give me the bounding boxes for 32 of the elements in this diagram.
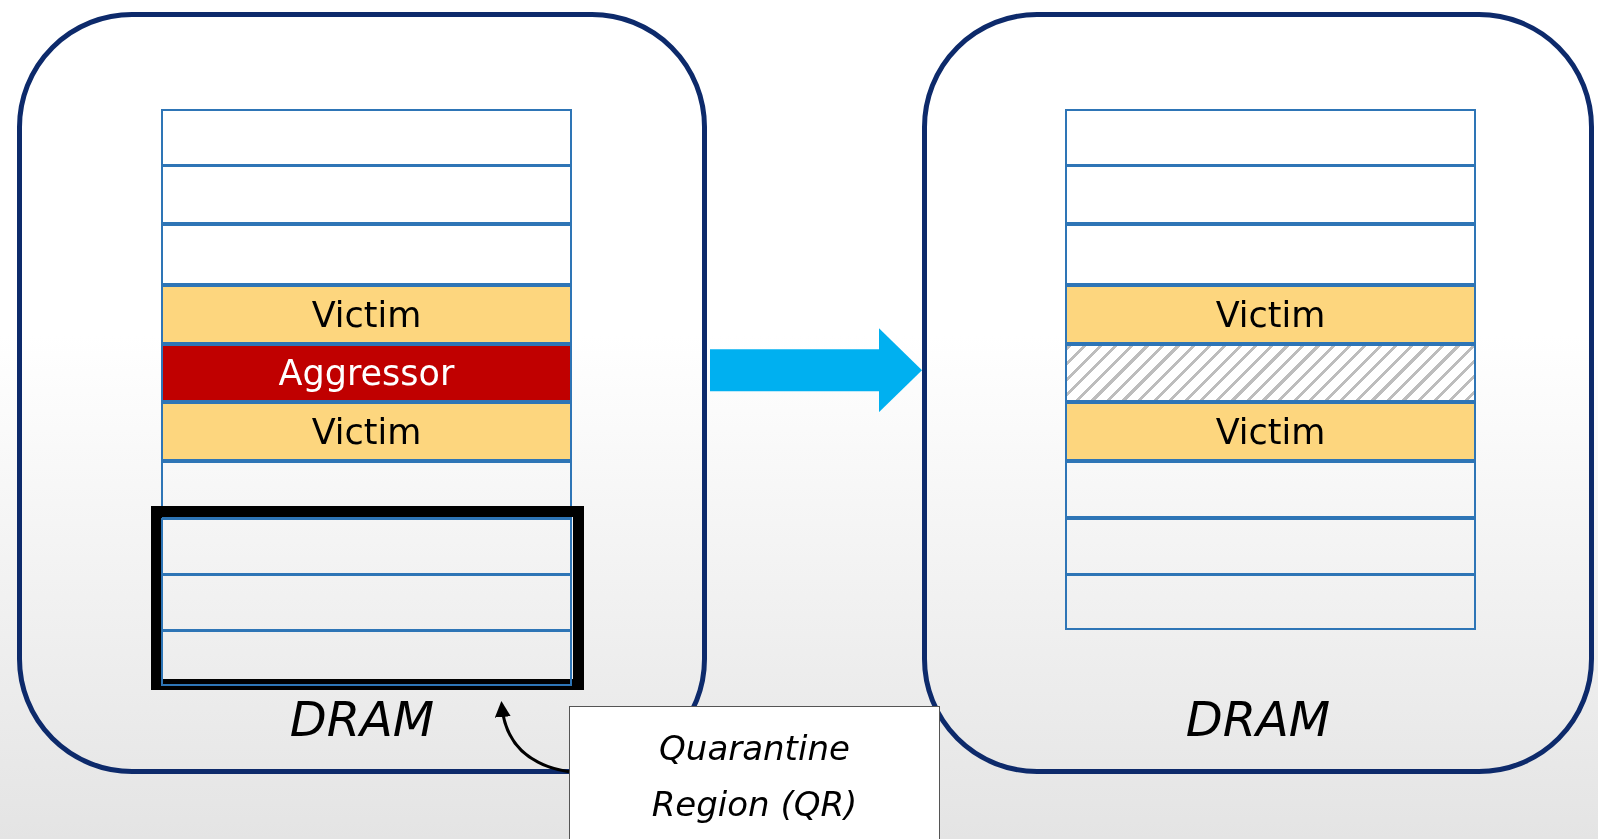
block-arrow xyxy=(710,328,922,413)
memory-row xyxy=(1065,109,1476,166)
memory-row xyxy=(161,518,572,575)
memory-row xyxy=(1065,285,1476,344)
dram-label: DRAM xyxy=(1184,691,1332,747)
row-label: Aggressor xyxy=(278,353,455,393)
memory-row xyxy=(161,165,572,224)
memory-row xyxy=(161,402,572,461)
row-label: Victim xyxy=(1215,411,1326,452)
memory-row xyxy=(161,224,572,285)
memory-row xyxy=(1065,461,1476,518)
dram-label: DRAM xyxy=(288,691,436,747)
memory-row xyxy=(1065,224,1476,285)
row-label: Victim xyxy=(1215,294,1326,335)
memory-row xyxy=(161,630,572,686)
row-label: Victim xyxy=(311,294,422,335)
memory-row xyxy=(1065,518,1476,575)
memory-row xyxy=(161,574,572,631)
memory-row xyxy=(161,344,572,402)
dram-module-box xyxy=(922,12,1594,774)
quarantine-region-frame xyxy=(151,506,584,690)
memory-row xyxy=(161,109,572,166)
callout-text: Quarantine Region (QR) xyxy=(650,726,859,826)
memory-row xyxy=(1065,574,1476,630)
memory-row xyxy=(1065,402,1476,461)
memory-row xyxy=(161,285,572,344)
row-label: Victim xyxy=(311,411,422,452)
arrow xyxy=(495,701,570,774)
memory-row xyxy=(1065,344,1476,402)
callout-box xyxy=(569,706,940,839)
memory-row xyxy=(1065,165,1476,224)
memory-row xyxy=(161,461,572,518)
